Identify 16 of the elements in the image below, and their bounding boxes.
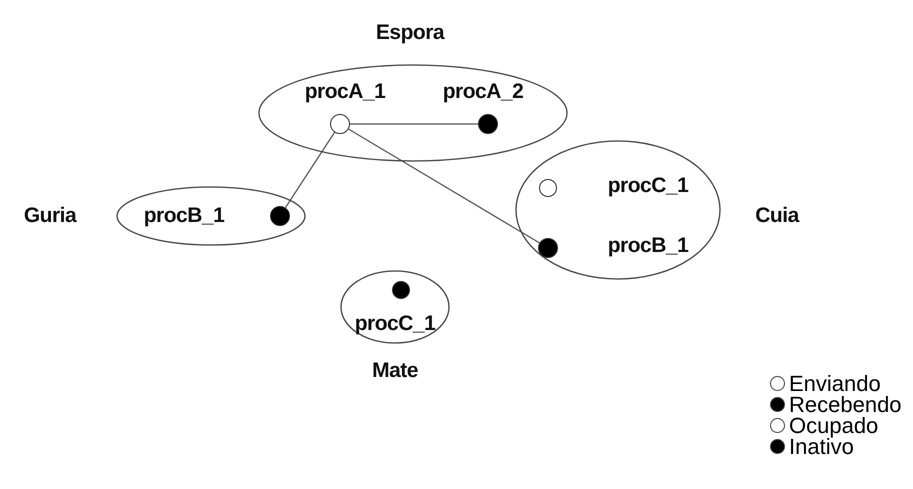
process-name: procC_1 [354,312,436,336]
process-name: procA_1 [304,80,386,104]
legend-label: Ocupado [789,415,878,436]
host-name: Guria [24,204,76,228]
connector-line [350,123,478,125]
process-name: procB_1 [144,204,224,228]
host-name: Mate [372,359,418,383]
connector-line [284,132,336,208]
host-name: Espora [376,21,444,45]
connector-line [348,128,540,244]
legend-label: Enviando [789,373,881,394]
process-name: procB_1 [608,234,688,258]
host-name: Cuia [755,204,799,228]
legend-label: Recebendo [789,394,902,415]
process-name: procC_1 [608,174,688,198]
process-name: procA_2 [442,80,524,104]
